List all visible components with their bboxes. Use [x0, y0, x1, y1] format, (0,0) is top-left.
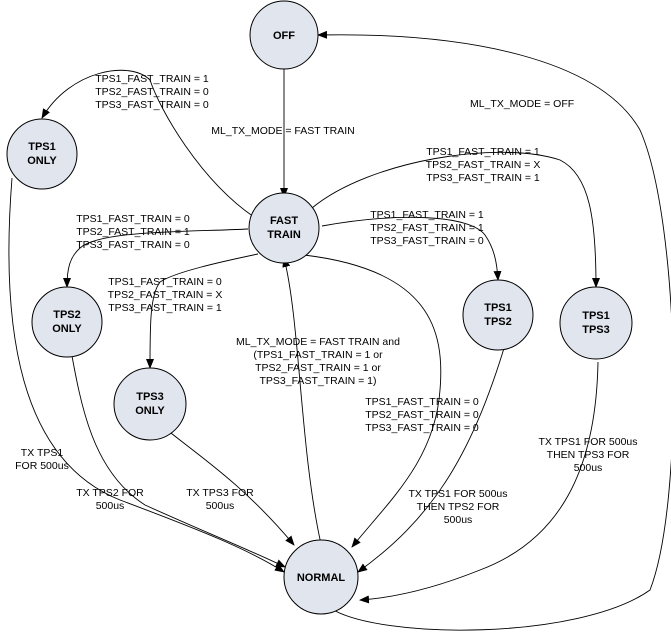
label-tx-tps3-2: 500us [206, 500, 235, 512]
state-normal: NORMAL [283, 539, 359, 615]
state-fast-train: FAST TRAIN [248, 192, 320, 264]
label-tx-tps1-1: TX TPS1 [21, 447, 64, 459]
label-tx-tps1-tps2-2: THEN TPS2 FOR [417, 501, 500, 513]
label-tps2-only-cond-1: TPS1_FAST_TRAIN = 0 [76, 213, 190, 225]
label-tx-tps2-2: 500us [96, 500, 125, 512]
state-tps1-tps2: TPS1 TPS2 [462, 279, 534, 351]
label-tps1-tps3-cond-1: TPS1_FAST_TRAIN = 1 [426, 146, 540, 158]
label-tx-tps2-1: TX TPS2 FOR [76, 487, 144, 499]
label-tps3-only-cond-1: TPS1_FAST_TRAIN = 0 [108, 276, 222, 288]
label-normal-to-fast-2: (TPS1_FAST_TRAIN = 1 or [253, 349, 383, 361]
edge-tps1-tps2-to-normal [357, 344, 506, 573]
label-tx-tps1-tps2-1: TX TPS1 FOR 500us [408, 488, 507, 500]
state-tps1-only-circle [6, 118, 78, 190]
state-tps1-tps3: TPS1 TPS3 [559, 286, 633, 360]
edge-normal-to-fast-train [282, 257, 322, 545]
label-tps3-only-cond-3: TPS3_FAST_TRAIN = 1 [108, 302, 222, 314]
label-to-off: ML_TX_MODE = OFF [470, 98, 574, 110]
edge-fast-train-to-tps2-only [63, 228, 249, 288]
label-fast-to-normal-2: TPS2_FAST_TRAIN = 0 [365, 409, 479, 421]
state-tps1-tps2-label-line1: TPS1 [484, 302, 512, 314]
label-tps1-tps2-cond-1: TPS1_FAST_TRAIN = 1 [370, 209, 484, 221]
label-tps1-tps2-cond-2: TPS2_FAST_TRAIN = 1 [370, 222, 484, 234]
state-tps2-only-label-line2: ONLY [52, 323, 82, 335]
state-fast-train-circle [248, 192, 320, 264]
state-fast-train-label-line1: FAST [270, 215, 298, 227]
label-fast-to-normal-3: TPS3_FAST_TRAIN = 0 [365, 422, 479, 434]
transition-labels: TPS1_FAST_TRAIN = 1 TPS2_FAST_TRAIN = 0 … [15, 73, 637, 526]
edge-fast-train-to-normal [303, 254, 442, 548]
label-normal-to-fast-1: ML_TX_MODE = FAST TRAIN and [236, 336, 400, 348]
edge-tps2-only-to-normal [67, 333, 286, 568]
label-tx-tps1-tps2-3: 500us [444, 514, 473, 526]
edge-normal-to-off [317, 30, 671, 631]
state-tps1-tps3-label-line1: TPS1 [582, 310, 610, 322]
state-normal-circle [283, 539, 359, 615]
label-tx-tps1-tps3-1: TX TPS1 FOR 500us [538, 436, 637, 448]
label-normal-to-fast-3: TPS2_FAST_TRAIN = 1 or [255, 362, 381, 374]
state-off: OFF [249, 0, 319, 70]
state-tps3-only-label-line1: TPS3 [136, 391, 164, 403]
state-tps2-only-circle [31, 286, 103, 358]
label-off-to-fast: ML_TX_MODE = FAST TRAIN [211, 125, 354, 137]
state-tps3-only-label-line2: ONLY [135, 405, 165, 417]
edge-fast-train-to-tps1-only [41, 69, 255, 218]
state-tps3-only-circle [113, 367, 187, 441]
label-fast-to-normal-1: TPS1_FAST_TRAIN = 0 [365, 396, 479, 408]
state-fast-train-label-line2: TRAIN [267, 229, 301, 241]
state-tps1-tps3-circle [559, 286, 633, 360]
label-tps2-only-cond-2: TPS2_FAST_TRAIN = 1 [76, 226, 190, 238]
state-tps1-tps3-label-line2: TPS3 [582, 324, 610, 336]
label-tps1-only-cond-2: TPS2_FAST_TRAIN = 0 [95, 86, 209, 98]
state-tps1-tps2-label-line2: TPS2 [484, 316, 512, 328]
edge-fast-train-to-tps1-tps3 [311, 151, 600, 288]
label-tps1-tps3-cond-2: TPS2_FAST_TRAIN = X [426, 159, 541, 171]
label-tps2-only-cond-3: TPS3_FAST_TRAIN = 0 [76, 239, 190, 251]
state-tps1-only: TPS1 ONLY [6, 118, 78, 190]
state-tps1-only-label-line1: TPS1 [28, 141, 56, 153]
label-tx-tps3-1: TX TPS3 FOR [186, 487, 254, 499]
state-off-circle [249, 0, 319, 70]
state-tps2-only-label-line1: TPS2 [53, 309, 81, 321]
state-normal-label: NORMAL [297, 572, 346, 584]
edge-tps1-only-to-normal [8, 177, 285, 573]
label-tx-tps1-2: FOR 500us [15, 460, 69, 472]
label-tps1-tps2-cond-3: TPS3_FAST_TRAIN = 0 [370, 235, 484, 247]
state-tps2-only: TPS2 ONLY [31, 286, 103, 358]
label-tps1-only-cond-3: TPS3_FAST_TRAIN = 0 [95, 99, 209, 111]
state-tps1-tps2-circle [462, 279, 534, 351]
edge-fast-train-to-tps1-tps2 [321, 216, 502, 281]
state-tps3-only: TPS3 ONLY [113, 367, 187, 441]
label-tps3-only-cond-2: TPS2_FAST_TRAIN = X [108, 289, 223, 301]
edge-fast-train-to-tps3-only [146, 253, 259, 369]
edges [8, 30, 671, 631]
edge-tps1-tps3-to-normal [359, 361, 599, 604]
label-tps1-only-cond-1: TPS1_FAST_TRAIN = 1 [95, 73, 209, 85]
state-tps1-only-label-line2: ONLY [27, 155, 57, 167]
label-normal-to-fast-4: TPS3_FAST_TRAIN = 1) [260, 375, 377, 387]
edge-tps3-only-to-normal [159, 423, 295, 546]
label-tps1-tps3-cond-3: TPS3_FAST_TRAIN = 1 [426, 172, 540, 184]
label-tx-tps1-tps3-2: THEN TPS3 FOR [547, 449, 630, 461]
state-off-label: OFF [273, 30, 295, 42]
label-tx-tps1-tps3-3: 500us [574, 462, 603, 474]
